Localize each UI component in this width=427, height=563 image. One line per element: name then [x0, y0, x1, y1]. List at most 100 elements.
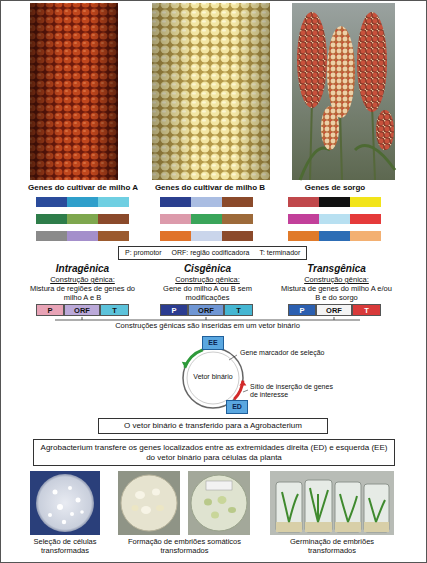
germination-jars-photo: [276, 482, 302, 532]
insertion-bracket: [206, 317, 207, 320]
construct-segment: P: [36, 304, 64, 316]
gene-bars-sorghum: [319, 214, 350, 224]
selection-plate-photo: [62, 520, 66, 524]
bracket-label: Construções gênicas são inseridas em um …: [55, 322, 360, 331]
gene-bars-corn-a: [36, 197, 129, 241]
gene-bars-sorghum: [288, 231, 319, 241]
step-box: Agrobacterium transfere os genes localiz…: [33, 439, 395, 466]
gene-bars-corn-a: [67, 214, 98, 224]
construct-segment: P: [160, 304, 188, 316]
abbreviation-box: P: promotorORF: região codificadoraT: te…: [118, 246, 307, 260]
construct-segment: ORF: [188, 304, 224, 316]
selection-plate-photo: [70, 512, 74, 516]
germination-jars-photo: [335, 522, 361, 532]
gene-bars-corn-a: [36, 197, 67, 207]
vector-border-box: ED: [226, 400, 248, 414]
gene-bars-sorghum: [288, 197, 319, 207]
insertion-bracket: [334, 317, 335, 320]
gene-bars-corn-a: [98, 214, 129, 224]
plasmid-map: [185, 350, 203, 368]
embryo-plate-photo: [206, 481, 232, 490]
segment-label: T: [112, 306, 117, 315]
vector-border-box: EE: [202, 336, 224, 350]
germination-jars-photo: [340, 494, 357, 522]
callout-label: Sítio de inserção de genes de interesse: [250, 383, 340, 399]
segment-label: ORF: [198, 306, 214, 315]
germination-jars-photo: [305, 480, 332, 532]
gene-bars-corn-b: [160, 231, 191, 241]
germination-jars-photo: [305, 522, 332, 532]
gene-bars-sorghum: [319, 197, 350, 207]
gene-group-label: Genes do cultivar de milho A: [18, 183, 148, 192]
construct-type: Cisgênica: [150, 263, 265, 275]
germination-jars-photo: [369, 498, 385, 522]
gene-bars-corn-a: [67, 197, 98, 207]
germination-jars-photo: [310, 488, 328, 522]
corn-b-photo: [152, 3, 270, 180]
embryo-plate-photo: [141, 506, 151, 514]
embryo-plate-photo: [152, 489, 160, 496]
gene-bars-sorghum: [288, 197, 381, 241]
segment-label: ORF: [74, 306, 90, 315]
sorghum-photo: [376, 110, 394, 150]
embryo-plate-photo: [218, 496, 227, 504]
corn-b-photo: [152, 3, 270, 180]
selection-plate-photo: [53, 490, 58, 495]
plasmid-map: [187, 352, 239, 404]
embryo-plate-photo: [188, 471, 250, 535]
segment-label: ORF: [326, 306, 342, 315]
callout-label: Gene marcador de seleção: [240, 349, 340, 357]
gene-bars-corn-b: [160, 197, 191, 207]
construct-type: Transgênica: [278, 263, 395, 275]
insertion-bracket: [82, 317, 83, 320]
sorghum-photo: [292, 3, 395, 180]
embryo-plate-photo: [132, 505, 139, 511]
sorghum-photo: [327, 26, 355, 118]
selection-plate-photo: [57, 504, 63, 510]
gene-bars-corn-b: [191, 231, 222, 241]
germination-jars-photo: [364, 484, 389, 532]
sorghum-photo: [372, 105, 375, 180]
construct-caption: Construção gênica:: [278, 276, 395, 285]
gene-bars-sorghum: [350, 197, 381, 207]
step-box: O vetor binário é transferido para a Agr…: [98, 418, 328, 434]
gene-bars-corn-b: [222, 231, 253, 241]
border-label: ED: [232, 403, 242, 411]
sorghum-photo: [357, 12, 387, 112]
germination-jars-photo: [276, 522, 302, 532]
construct-description: Mistura de regiões de genes do milho A e…: [25, 285, 140, 302]
corn-b-photo: [152, 3, 270, 180]
plasmid-map: [183, 348, 243, 408]
gene-bars-corn-b: [191, 214, 222, 224]
gene-group-label: Genes do cultivar de milho B: [145, 183, 275, 192]
abbreviation-text: P: promotor: [125, 249, 162, 257]
gene-bars-corn-a: [36, 214, 67, 224]
corn-a-photo: [30, 3, 118, 180]
construct-segment: ORF: [64, 304, 100, 316]
sorghum-photo: [321, 106, 339, 150]
sorghum-photo: [300, 148, 330, 180]
abbreviation-text: T: terminador: [259, 249, 300, 257]
segment-label: P: [47, 306, 52, 315]
border-label: EE: [208, 339, 217, 347]
gene-bars-corn-b: [160, 214, 191, 224]
construct-caption: Construção gênica:: [25, 276, 140, 285]
gene-bars-sorghum: [288, 214, 319, 224]
construct-description: Gene do milho A ou B sem modificações: [150, 285, 265, 302]
gene-bars-corn-b: [222, 214, 253, 224]
embryo-plate-photo: [156, 505, 164, 511]
embryo-plate-photo: [118, 471, 180, 535]
plasmid-map: [182, 348, 248, 408]
gene-bars-corn-a: [36, 231, 67, 241]
selection-plate-photo: [80, 510, 84, 514]
embryo-plate-photo: [211, 512, 219, 519]
gene-bars-corn-a: [67, 231, 98, 241]
sorghum-photo: [292, 3, 395, 180]
construct-description: Mistura de genes do milho A e/ou B e do …: [278, 285, 395, 302]
plasmid-map: [239, 381, 246, 386]
selection-plate-photo: [68, 486, 72, 490]
photo-caption: Formação de embriões somáticos transform…: [112, 538, 257, 555]
photo-caption: Seleção de células transformadas: [12, 538, 118, 555]
